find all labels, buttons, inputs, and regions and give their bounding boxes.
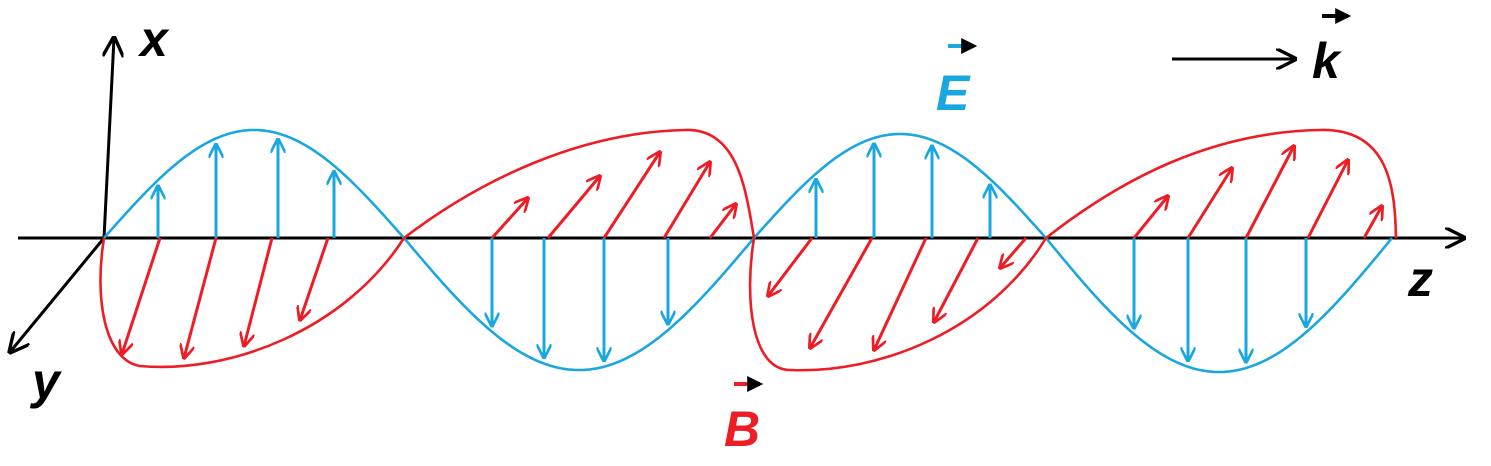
b-field-vector [1306,160,1348,239]
b-field-vector [1186,168,1232,239]
x-axis-label: x [137,11,170,67]
b-field-vector [546,176,600,239]
b-field-vector [934,237,980,322]
b-field-vector [300,237,330,320]
e-field-curve [103,128,1393,374]
e-field-label: E [936,38,978,121]
b-field-vector [708,204,736,239]
b-field-vector [662,162,710,239]
b-field-vector [1362,206,1382,239]
b-field-symbol: B [724,401,760,457]
b-field [99,128,1398,372]
b-field-vector [810,237,874,348]
axes [10,38,1464,352]
b-field-curve [99,128,1398,372]
wave-vector-label: k [1312,8,1352,89]
b-field-vector [602,152,660,239]
wave-vector-symbol: k [1312,33,1342,89]
x-axis-line [102,38,114,239]
b-field-label: B [724,376,764,457]
y-axis-line [10,237,106,352]
y-axis-label: y [29,353,62,409]
b-field-vector [768,237,814,296]
b-field-vector [184,237,218,358]
b-field-vector [244,237,274,346]
b-field-vector [1132,196,1168,239]
b-field-vector [1244,146,1294,239]
b-field-vector [490,198,528,240]
b-field-vector [874,237,928,350]
e-field [103,128,1393,374]
b-field-vector [1000,237,1028,268]
e-field-symbol: E [936,65,971,121]
b-field-vector [122,237,162,354]
z-axis-label: z [1407,251,1433,307]
